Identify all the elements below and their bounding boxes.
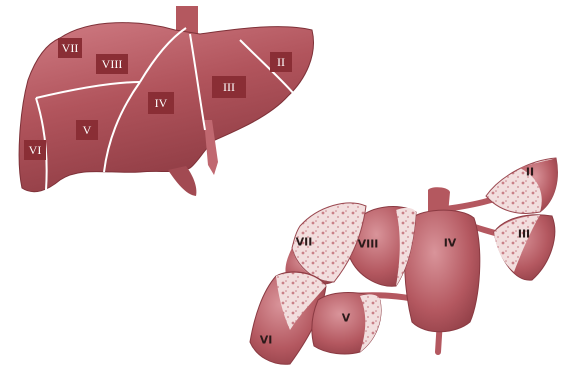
label-iii: III	[223, 80, 235, 94]
exploded-label-viii: VIII	[358, 238, 379, 251]
exploded-label-vii: VII	[296, 236, 313, 249]
exploded-label-ii: II	[526, 166, 534, 179]
exploded-seg-iv	[405, 210, 480, 332]
gallbladder	[168, 166, 196, 196]
exploded-label-iii: III	[518, 228, 530, 241]
label-v: V	[83, 123, 92, 137]
exploded-liver-view: II VII VIII IV III V VI	[250, 158, 557, 364]
exploded-label-vi: VI	[260, 334, 273, 347]
anterior-liver-view: VII VIII II III IV V VI	[19, 6, 313, 196]
label-vii: VII	[62, 41, 79, 55]
exploded-label-v: V	[342, 312, 351, 325]
label-iv: IV	[155, 96, 168, 110]
label-viii: VIII	[102, 57, 123, 71]
label-vi: VI	[29, 143, 42, 157]
exploded-label-iv: IV	[444, 237, 457, 250]
label-ii: II	[277, 55, 285, 69]
